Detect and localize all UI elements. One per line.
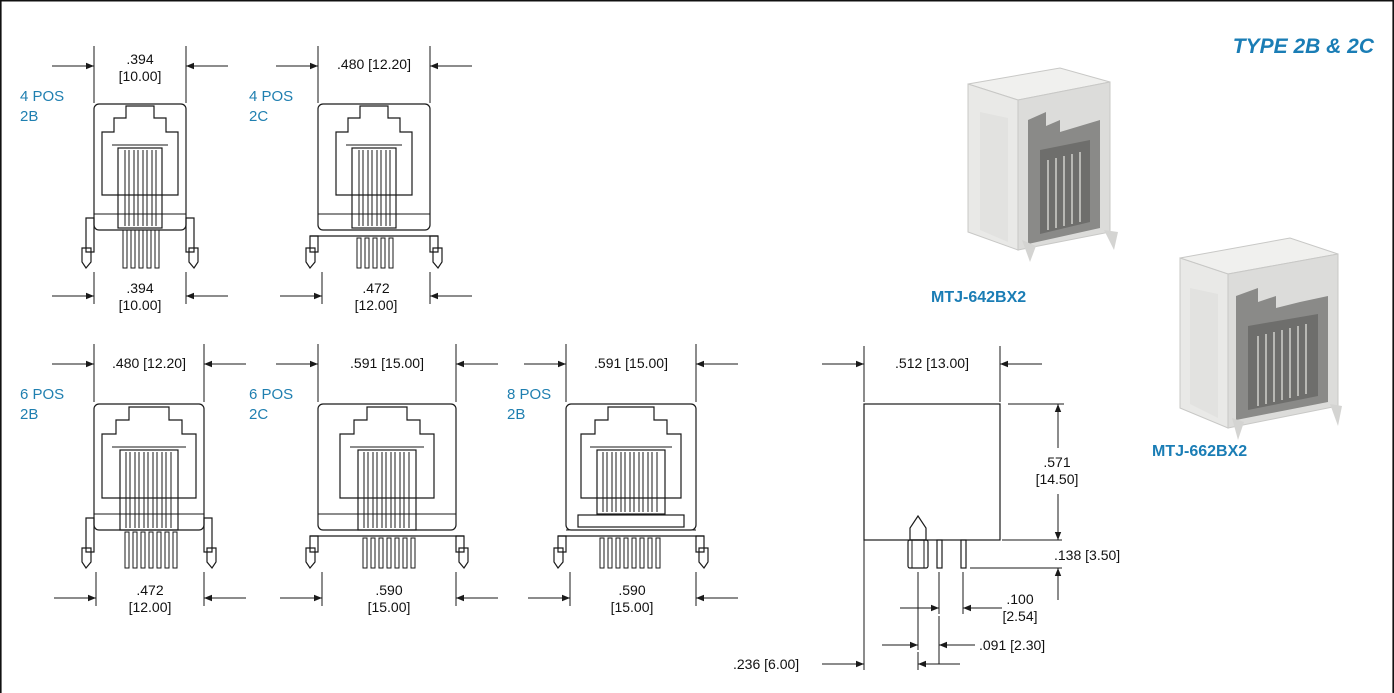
width-dimension: .512 [13.00] [895, 355, 969, 371]
bottom-dimension: .472 [136, 582, 163, 598]
type-label: 2B [20, 108, 38, 125]
solder-pins [362, 537, 416, 569]
mounting-post [909, 514, 927, 541]
front-view-6pos-2b: 6 POS 2B .480 [12.20] [20, 344, 246, 615]
bottom-dimension-metric: [12.00] [129, 599, 172, 615]
top-dimension: .394 [126, 51, 153, 67]
height-dimension: .571 [1043, 454, 1070, 470]
pin-offset-dimension: .091 [2.30] [979, 637, 1045, 653]
bottom-dimension: .472 [362, 280, 389, 296]
solder-pins [122, 229, 160, 269]
type-label: 2C [249, 406, 268, 423]
pin-pitch-dimension: .100 [1006, 591, 1033, 607]
position-count-label: 6 POS [20, 386, 64, 403]
bottom-dimension-metric: [12.00] [355, 297, 398, 313]
position-count-label: 6 POS [249, 386, 293, 403]
front-view-4pos-2b: 4 POS 2B .394 [10.00] [20, 46, 228, 313]
jack-front-outline [553, 403, 709, 570]
contact-lines [117, 147, 163, 229]
contact-lines [357, 449, 417, 531]
top-dimension: .480 [12.20] [112, 355, 186, 371]
position-count-label: 8 POS [507, 386, 551, 403]
bottom-dimension-metric: [15.00] [368, 599, 411, 615]
bottom-dimension-metric: [15.00] [611, 599, 654, 615]
front-view-8pos-2b: 8 POS 2B .591 [15.00] [507, 344, 738, 615]
contact-lines [351, 147, 397, 229]
type-label: 2B [20, 406, 38, 423]
pin-length-dimension: .138 [3.50] [1054, 547, 1120, 563]
contact-lines [119, 449, 179, 531]
solder-pins [124, 531, 178, 569]
post-offset-dimension: .236 [6.00] [733, 656, 799, 672]
jack-front-outline [305, 103, 443, 270]
side-pin [960, 539, 967, 569]
position-count-label: 4 POS [20, 88, 64, 105]
product-image-mtj-662bx2 [1179, 237, 1342, 440]
side-view: .512 [13.00] .571 [14.50] .138 [3.50] .1… [733, 346, 1120, 672]
product-image-mtj-642bx2 [967, 67, 1118, 262]
part-number-label: MTJ-662BX2 [1152, 443, 1247, 460]
position-count-label: 4 POS [249, 88, 293, 105]
top-dimension: .480 [12.20] [337, 56, 411, 72]
jack-front-outline [305, 403, 469, 570]
top-dimension-metric: [10.00] [119, 68, 162, 84]
solder-pins [356, 237, 394, 269]
bottom-dimension: .590 [618, 582, 645, 598]
type-label: 2B [507, 406, 525, 423]
top-dimension: .591 [15.00] [350, 355, 424, 371]
bottom-dimension: .394 [126, 280, 153, 296]
side-pin [936, 539, 943, 569]
height-dimension-metric: [14.50] [1036, 471, 1079, 487]
part-number-label: MTJ-642BX2 [931, 289, 1026, 306]
front-view-6pos-2c: 6 POS 2C .591 [15.00] [249, 344, 498, 615]
type-label: 2C [249, 108, 268, 125]
pin-pitch-dimension-metric: [2.54] [1002, 608, 1037, 624]
bottom-dimension-metric: [10.00] [119, 297, 162, 313]
bottom-dimension: .590 [375, 582, 402, 598]
solder-pins [599, 537, 661, 569]
contact-lines [596, 449, 666, 515]
page-title: TYPE 2B & 2C [1233, 35, 1375, 58]
front-view-4pos-2c: 4 POS 2C .480 [12.20] [249, 46, 472, 313]
jack-front-outline [81, 103, 199, 270]
side-body-outline [863, 403, 1001, 541]
top-dimension: .591 [15.00] [594, 355, 668, 371]
